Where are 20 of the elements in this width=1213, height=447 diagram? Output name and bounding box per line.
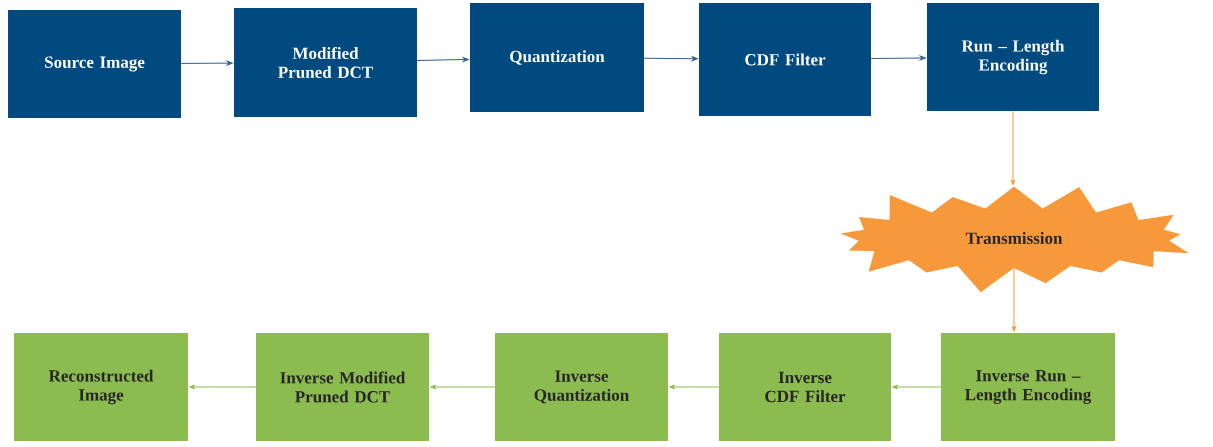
process-box: Inverse Run – Length Encoding <box>941 333 1115 441</box>
process-box: CDF Filter <box>699 3 871 116</box>
arrow <box>430 384 496 390</box>
arrow <box>643 56 698 62</box>
process-box: Quantization <box>470 3 644 112</box>
arrow <box>1011 267 1017 332</box>
arrow <box>870 55 926 61</box>
arrow <box>892 384 942 390</box>
process-box: Inverse Quantization <box>495 333 668 441</box>
process-box: Run – Length Encoding <box>927 3 1099 111</box>
process-box: Source Image <box>8 10 181 118</box>
arrow <box>669 384 720 390</box>
arrow <box>1010 110 1016 186</box>
arrow <box>189 384 257 390</box>
process-box: Reconstructed Image <box>14 333 188 441</box>
process-box: Inverse Modified Pruned DCT <box>256 333 429 441</box>
process-box: Inverse CDF Filter <box>719 333 891 441</box>
process-box: Modified Pruned DCT <box>234 8 417 117</box>
arrow <box>416 57 469 62</box>
arrow <box>180 60 233 66</box>
